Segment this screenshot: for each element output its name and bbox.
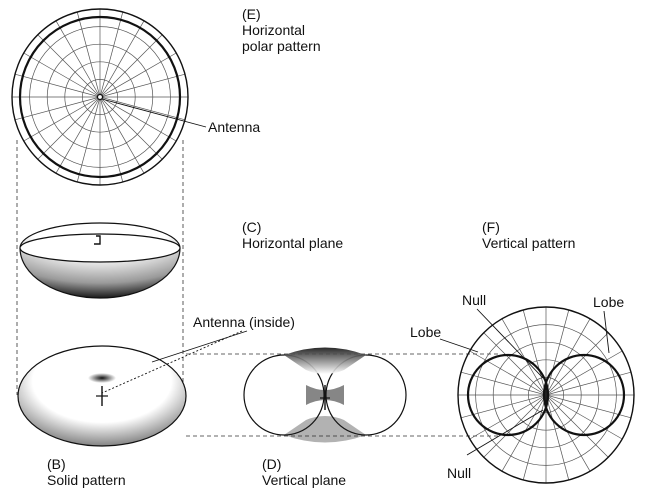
polar-grid-spoke bbox=[14, 73, 101, 98]
polar-grid-spoke bbox=[76, 11, 101, 98]
label-null-top: Null bbox=[462, 292, 487, 308]
label-e-line1: Horizontal bbox=[242, 22, 306, 38]
label-lobe-right: Lobe bbox=[593, 294, 625, 310]
label-c-letter: (C) bbox=[242, 219, 262, 235]
polar-grid-spoke bbox=[545, 332, 609, 396]
label-f-line1: Vertical pattern bbox=[482, 235, 576, 251]
polar-grid-spoke bbox=[545, 394, 591, 472]
lobe-left-trace bbox=[466, 353, 550, 437]
polar-grid-spoke bbox=[483, 332, 547, 396]
polar-grid-spoke bbox=[23, 52, 101, 98]
polar-grid-spoke bbox=[37, 96, 101, 160]
polar-grid-spoke bbox=[522, 309, 547, 396]
vertical-polar-pattern-graphic bbox=[457, 306, 635, 484]
polar-grid-spoke bbox=[99, 34, 163, 98]
polar-grid-spoke bbox=[545, 394, 632, 419]
label-c-line1: Horizontal plane bbox=[242, 235, 344, 251]
polar-grid-spoke bbox=[545, 318, 591, 396]
solid-pattern-torus bbox=[17, 345, 187, 447]
polar-grid-spoke bbox=[99, 20, 145, 98]
lobe-right-trace bbox=[542, 353, 626, 437]
polar-outer-ring bbox=[457, 306, 635, 484]
label-antenna-inside: Antenna (inside) bbox=[193, 314, 295, 330]
polar-grid-spoke bbox=[99, 52, 177, 98]
polar-grid-spoke bbox=[545, 394, 609, 458]
polar-grid-spoke bbox=[99, 96, 177, 142]
label-lobe-left: Lobe bbox=[410, 324, 442, 340]
polar-grid-spoke bbox=[76, 96, 101, 183]
antenna-point bbox=[96, 93, 104, 101]
polar-grid-spoke bbox=[545, 371, 632, 396]
polar-grid-spoke bbox=[99, 96, 163, 160]
vertical-plane-graphic bbox=[243, 347, 407, 443]
polar-grid-spoke bbox=[23, 96, 101, 142]
polar-grid-spoke bbox=[37, 34, 101, 98]
polar-grid-spoke bbox=[99, 11, 124, 98]
polar-grid-spoke bbox=[14, 96, 101, 121]
label-e-letter: (E) bbox=[242, 6, 261, 22]
polar-grid-spoke bbox=[99, 96, 186, 121]
label-null-bottom: Null bbox=[447, 465, 472, 481]
polar-grid-spoke bbox=[99, 96, 124, 183]
label-d-line1: Vertical plane bbox=[262, 472, 347, 488]
polar-grid-spoke bbox=[545, 394, 570, 481]
polar-grid-spoke bbox=[469, 394, 547, 440]
polar-grid-spoke bbox=[55, 20, 101, 98]
label-f-letter: (F) bbox=[482, 219, 500, 235]
pattern-trace bbox=[18, 15, 182, 179]
label-e-line2: polar pattern bbox=[242, 38, 321, 54]
polar-grid-spoke bbox=[99, 96, 145, 174]
polar-outer-ring bbox=[11, 8, 189, 186]
polar-grid-spoke bbox=[469, 350, 547, 396]
polar-grid-spoke bbox=[501, 394, 547, 472]
polar-grid-spoke bbox=[483, 394, 547, 458]
leader-lines bbox=[101, 98, 610, 456]
projection-lines-left bbox=[16, 140, 184, 395]
polar-grid-spoke bbox=[545, 394, 623, 440]
label-antenna: Antenna bbox=[208, 119, 261, 135]
polar-grid-spoke bbox=[522, 394, 547, 481]
polar-grid-spoke bbox=[545, 309, 570, 396]
label-d-letter: (D) bbox=[262, 456, 282, 472]
polar-grid-spoke bbox=[55, 96, 101, 174]
polar-grid-spoke bbox=[545, 350, 623, 396]
label-b-letter: (B) bbox=[47, 456, 66, 472]
polar-grid-spoke bbox=[99, 73, 186, 98]
label-b-line1: Solid pattern bbox=[47, 472, 126, 488]
polar-grid-spoke bbox=[501, 318, 547, 396]
polar-grid-spoke bbox=[460, 371, 547, 396]
horizontal-plane-bowl bbox=[19, 222, 181, 299]
horizontal-polar-pattern-graphic bbox=[11, 8, 189, 186]
polar-grid-spoke bbox=[460, 394, 547, 419]
